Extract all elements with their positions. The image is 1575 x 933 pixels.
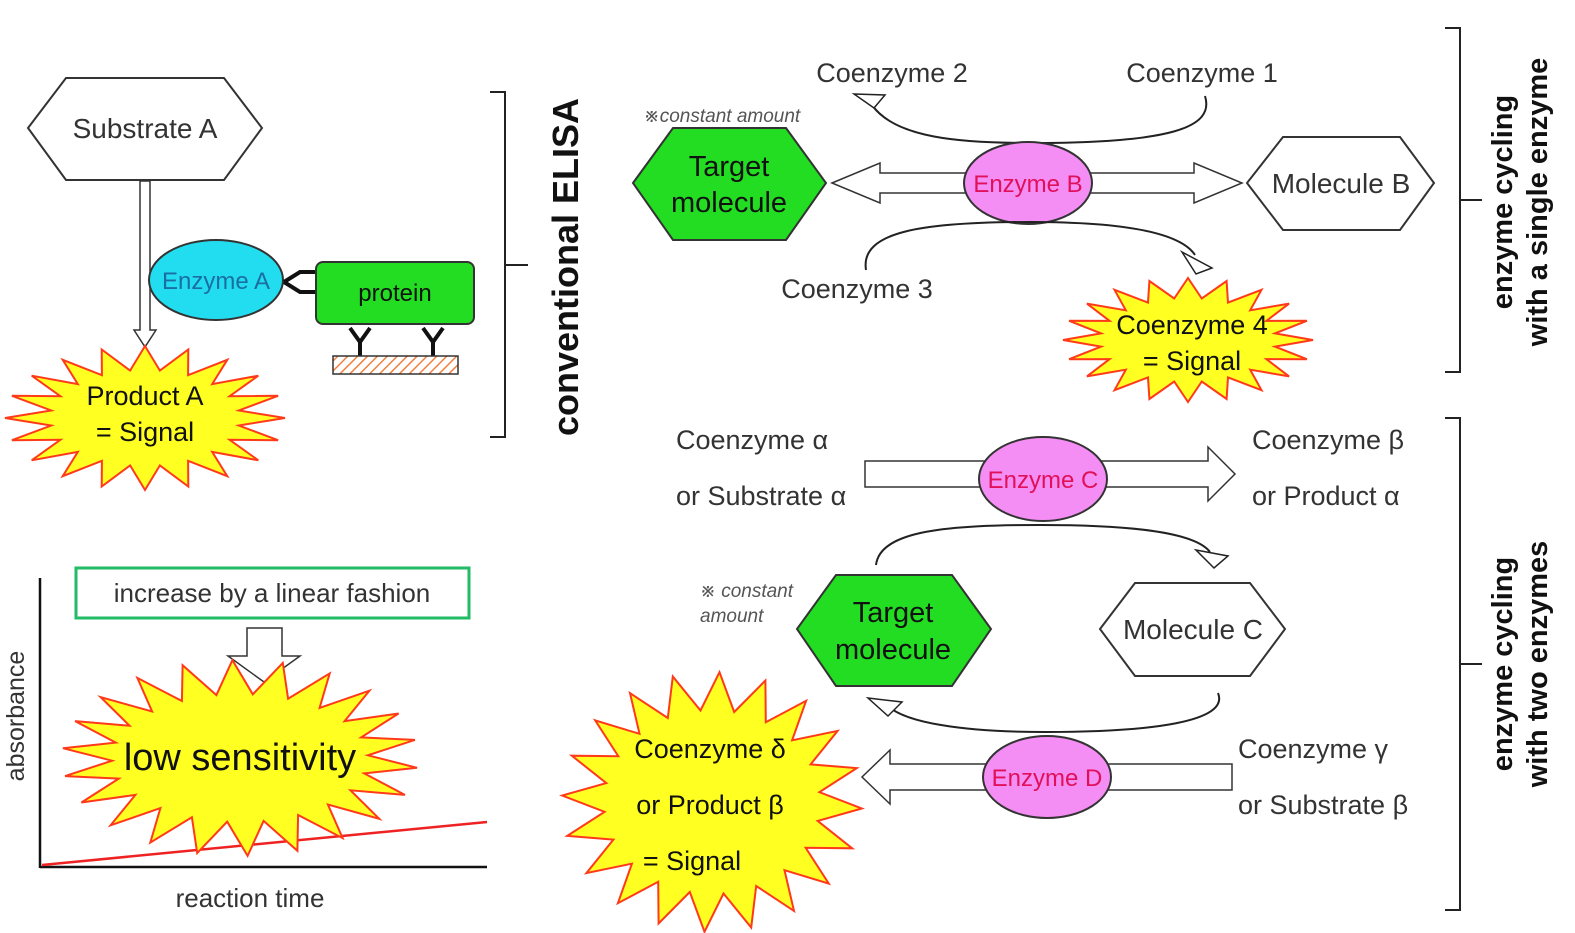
- product-a-label-line1: Product A: [86, 381, 203, 411]
- solid-phase-plate: [332, 355, 459, 375]
- constant-amount-note-line1: ※ constant: [700, 581, 794, 602]
- coenzyme-3-to-4-arc: [864, 220, 1196, 271]
- coenzyme-delta-line2: or Product β: [636, 790, 784, 820]
- coenzyme-delta-line1: Coenzyme δ: [634, 734, 786, 764]
- single-enzyme-label-line2: with a single enzyme: [1522, 58, 1554, 347]
- two-enzyme-bracket: [1445, 417, 1482, 911]
- enzyme-d-ellipse: [982, 735, 1112, 819]
- graph-signal-line: [41, 820, 488, 867]
- coenzyme-gamma-line2: or Substrate β: [1238, 790, 1408, 820]
- graph-x-label: reaction time: [176, 883, 325, 913]
- antibody-right-icon: [421, 326, 445, 356]
- constant-amount-note-line2: amount: [700, 606, 764, 627]
- product-a-label-line2: = Signal: [96, 417, 194, 447]
- coenzyme-delta-signal-star: [559, 669, 865, 933]
- target-molecule-b-line1: Target: [689, 151, 770, 183]
- protein-label: protein: [358, 280, 431, 307]
- enzyme-b-ellipse: [963, 141, 1093, 225]
- coenzyme-1-label: Coenzyme 1: [1126, 58, 1278, 88]
- molecule-c-to-target-arc: [887, 692, 1221, 734]
- linear-note-label: increase by a linear fashion: [114, 578, 431, 608]
- coenzyme-3-label: Coenzyme 3: [781, 274, 933, 304]
- molecule-c-label: Molecule C: [1123, 614, 1263, 645]
- single-enzyme-label-line1: enzyme cycling: [1487, 95, 1519, 309]
- coenzyme-1-to-2-arc: [871, 95, 1208, 145]
- low-sensitivity-star: [62, 657, 418, 859]
- enzyme-c-label: Enzyme C: [988, 467, 1099, 494]
- single-enzyme-bracket: [1445, 27, 1482, 373]
- enzyme-d-label: Enzyme D: [992, 765, 1103, 792]
- two-enzyme-label-line1: enzyme cycling: [1487, 557, 1519, 771]
- coenzyme-alpha-line1: Coenzyme α: [676, 425, 828, 455]
- target-molecule-b-hexagon: [631, 127, 828, 241]
- two-enzyme-label-line2: with two enzymes: [1522, 541, 1554, 789]
- protein-box: [315, 261, 475, 325]
- target-to-molecule-c-arc: [875, 523, 1211, 566]
- coenzyme-4-signal-star: [1062, 276, 1314, 404]
- enzyme-b-label: Enzyme B: [973, 171, 1082, 198]
- enzyme-c-ellipse: [978, 436, 1108, 522]
- coenzyme-delta-line3: = Signal: [643, 846, 741, 876]
- target-molecule-c-line1: Target: [853, 597, 934, 629]
- low-sensitivity-label: low sensitivity: [124, 737, 356, 779]
- target-to-molecule-c-arrowhead: [1193, 548, 1230, 570]
- coenzyme-beta-line2: or Product α: [1252, 481, 1400, 511]
- constant-amount-note: ※constant amount: [644, 106, 801, 127]
- linear-note-box: [74, 566, 471, 620]
- coenzyme-2-label: Coenzyme 2: [816, 58, 968, 88]
- coenzyme-beta-line1: Coenzyme β: [1252, 425, 1404, 455]
- coenzyme-gamma-line1: Coenzyme γ: [1238, 734, 1389, 764]
- enzyme-a-label: Enzyme A: [162, 268, 270, 295]
- product-a-signal-star: [4, 344, 286, 492]
- target-molecule-c-hexagon: [795, 574, 993, 687]
- molecule-c-to-target-arrowhead: [865, 696, 904, 718]
- coenzyme-1-to-2-arrowhead: [851, 93, 887, 110]
- molecule-c-hexagon: [1098, 582, 1287, 677]
- elisa-bracket-label: conventional ELISA: [545, 98, 586, 436]
- coenzyme-alpha-line2: or Substrate α: [676, 481, 846, 511]
- molecule-b-hexagon: [1245, 136, 1436, 231]
- target-molecule-c-line2: molecule: [835, 634, 951, 666]
- target-molecule-b-line2: molecule: [671, 187, 787, 219]
- elisa-bracket: [490, 91, 528, 438]
- substrate-a-hexagon: [26, 77, 264, 181]
- substrate-a-label: Substrate A: [73, 113, 218, 144]
- substrate-to-product-arrow: [132, 180, 158, 349]
- coenzyme-4-label-line1: Coenzyme 4: [1116, 310, 1268, 340]
- antibody-left-icon: [348, 326, 372, 356]
- coenzyme-3-to-4-arrowhead: [1179, 249, 1214, 275]
- graph-y-label: absorbance: [2, 651, 30, 782]
- enzyme-protein-linker: [282, 270, 318, 294]
- coenzyme-4-label-line2: = Signal: [1143, 346, 1241, 376]
- molecule-b-label: Molecule B: [1272, 168, 1411, 199]
- enzyme-a-ellipse: [148, 239, 284, 321]
